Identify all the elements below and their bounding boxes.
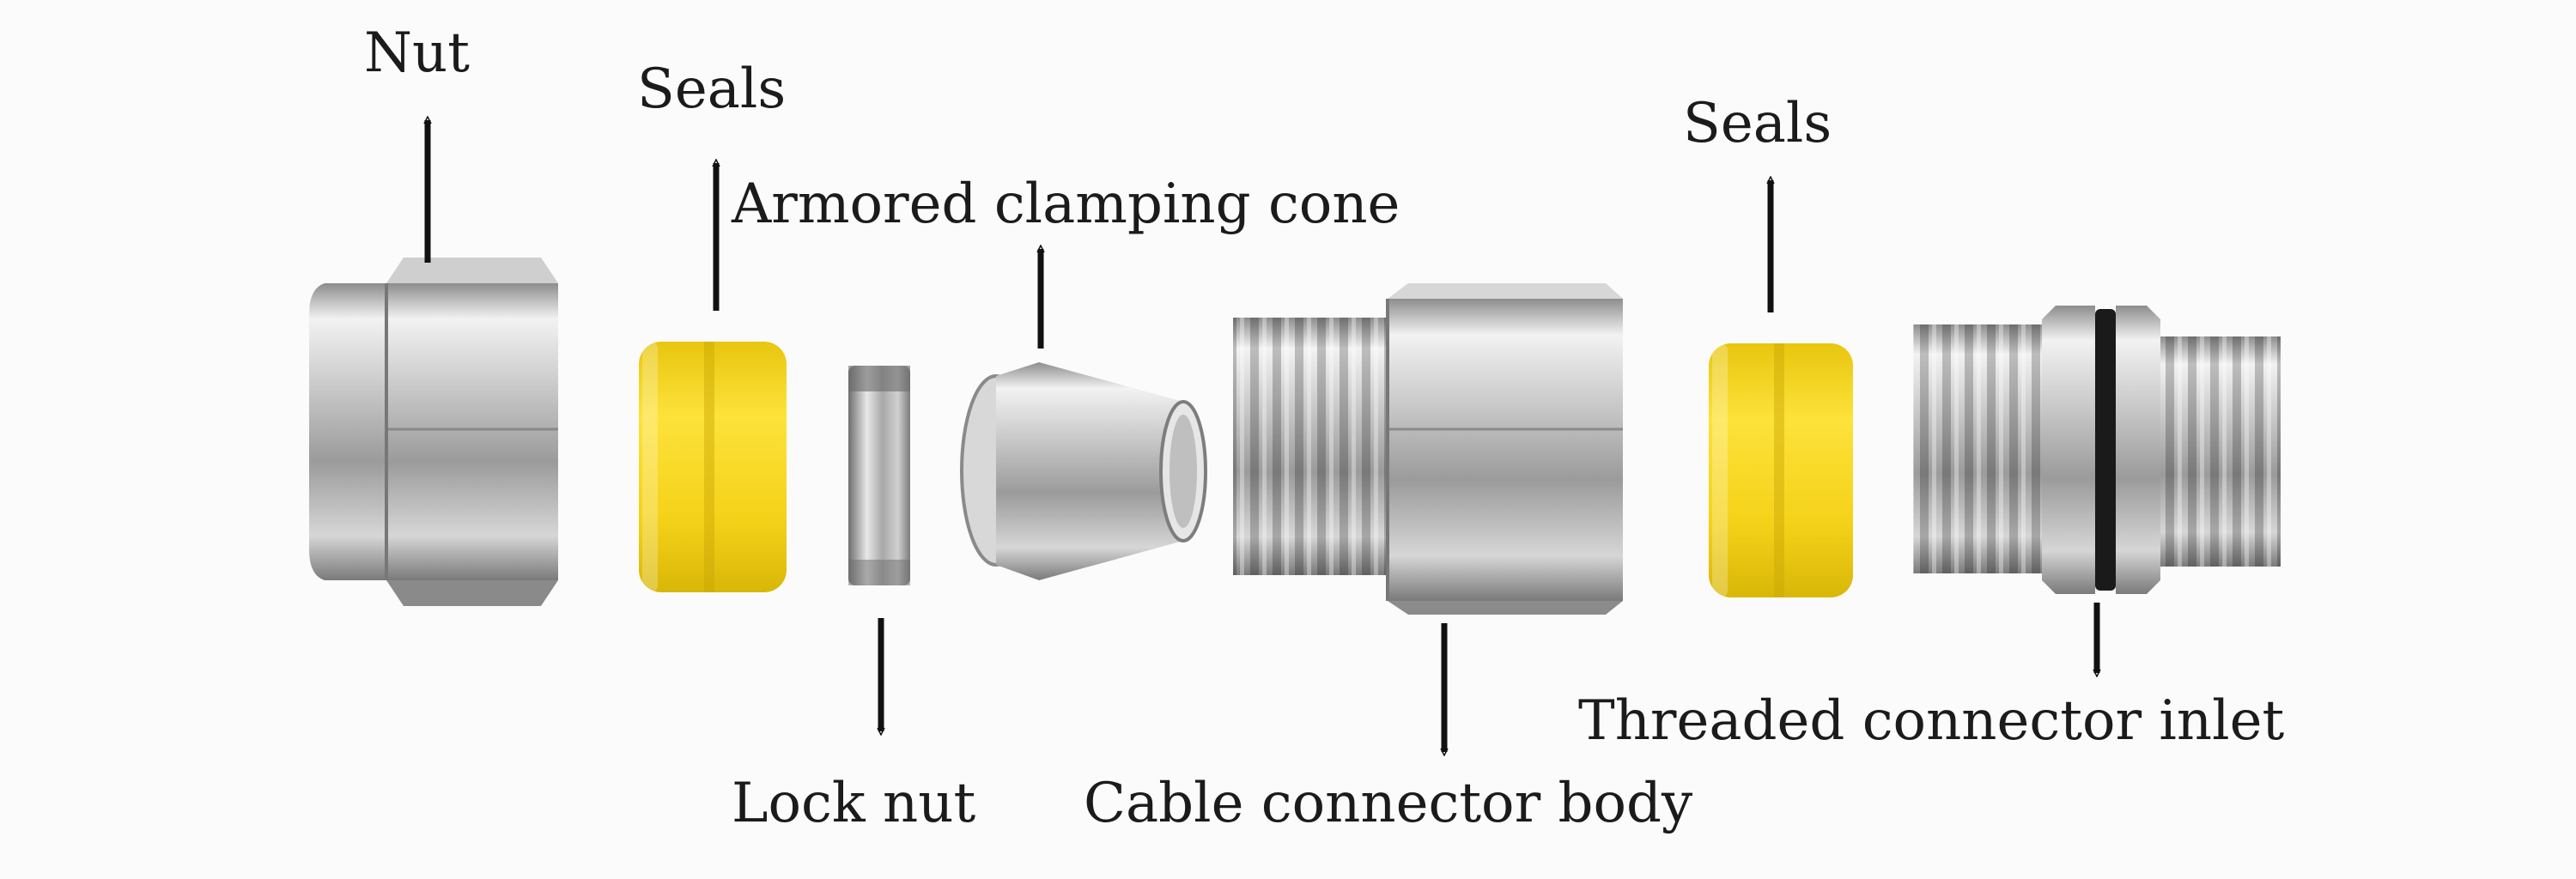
- nut-part: [309, 258, 558, 606]
- label-armored-clamping-cone: Armored clamping cone: [732, 173, 1400, 236]
- lock-nut-part: [848, 366, 910, 585]
- threaded-connector-inlet-part: [1913, 306, 2281, 594]
- seal-right: [1709, 343, 1853, 597]
- label-cable-connector-body: Cable connector body: [1084, 772, 1693, 835]
- label-threaded-connector-inlet: Threaded connector inlet: [1578, 689, 2285, 753]
- clamping-cone-part: [960, 362, 1207, 580]
- label-lock-nut: Lock nut: [732, 772, 976, 835]
- cable-connector-body-part: [1233, 283, 1623, 615]
- seal-left: [639, 342, 787, 592]
- label-seals-left: Seals: [637, 58, 787, 121]
- label-seals-right: Seals: [1683, 92, 1832, 155]
- label-nut: Nut: [364, 21, 470, 85]
